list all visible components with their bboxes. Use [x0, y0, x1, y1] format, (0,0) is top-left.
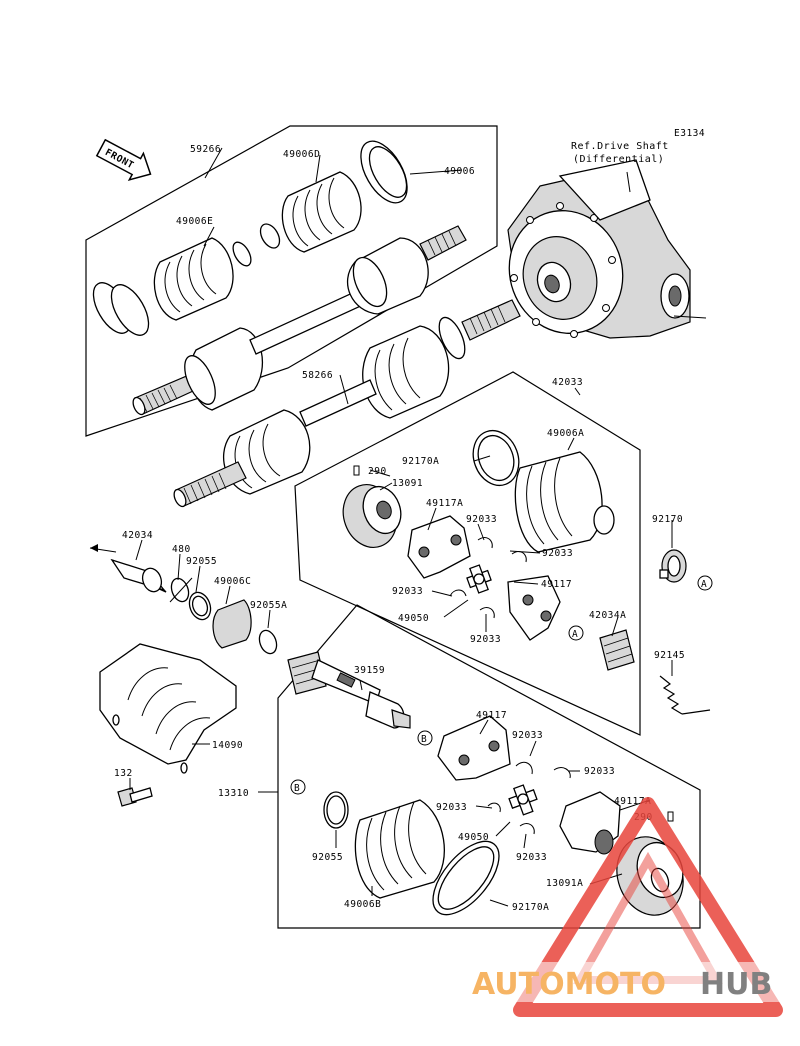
svg-text:A: A [701, 579, 707, 590]
left-small-parts [89, 544, 278, 655]
part-label-49050-lower: 49050 [458, 832, 489, 843]
part-label-49117A-lower: 49117A [614, 796, 651, 807]
part-label-92170A-upper: 92170A [402, 456, 439, 467]
watermark-text-2: HUB [700, 967, 772, 1002]
part-label-13091: 13091 [392, 478, 423, 489]
part-290-b [667, 811, 674, 822]
part-label-42034: 42034 [122, 530, 153, 541]
heat-shield [99, 643, 237, 774]
part-label-92033-d: 92033 [470, 634, 501, 645]
marker-a-2: A [568, 625, 584, 641]
svg-text:B: B [421, 734, 427, 745]
part-label-92033-f: 92033 [584, 766, 615, 777]
part-label-92033-c: 92033 [392, 586, 423, 597]
part-label-14090: 14090 [212, 740, 243, 751]
differential-housing [461, 159, 691, 341]
front-arrow-icon: FRONT [95, 138, 152, 181]
reference-line-1: Ref.Drive Shaft [571, 141, 669, 152]
part-label-42034A: 42034A [589, 610, 626, 621]
marker-b-1: B [417, 730, 433, 746]
part-label-49117A-upper: 49117A [426, 498, 463, 509]
part-label-49050-upper: 49050 [398, 613, 429, 624]
part-label-59266: 59266 [190, 144, 221, 155]
part-label-49006: 49006 [444, 166, 475, 177]
part-label-132: 132 [114, 768, 133, 779]
part-label-13091A: 13091A [546, 878, 583, 889]
part-label-92033-b: 92033 [542, 548, 573, 559]
middle-universal-joint-assembly [342, 429, 711, 715]
lower-assembly-frame [277, 604, 701, 929]
part-label-49117-upper: 49117 [541, 579, 572, 590]
part-label-58266: 58266 [302, 370, 333, 381]
part-label-92055-upper: 92055 [186, 556, 217, 567]
part-label-92170A-lower: 92170A [512, 902, 549, 913]
part-label-92055A: 92055A [250, 600, 287, 611]
part-label-42033: 42033 [552, 377, 583, 388]
middle-assembly-frame [294, 371, 641, 736]
part-label-49006D: 49006D [283, 149, 320, 160]
svg-text:B: B [294, 783, 300, 794]
part-label-39159: 39159 [354, 665, 385, 676]
part-label-49006B: 49006B [344, 899, 381, 910]
lower-drive-shaft [173, 316, 466, 508]
part-label-49006E: 49006E [176, 216, 213, 227]
marker-b-2: B [290, 779, 306, 795]
upper-drive-shaft [92, 140, 467, 416]
bolt [117, 787, 153, 807]
watermark-text-1: AUTOMOTO [472, 967, 666, 1002]
marker-a-1: A [697, 575, 713, 591]
outer-shaft-frame [85, 125, 498, 437]
part-label-92145: 92145 [654, 650, 685, 661]
part-label-49117-lower: 49117 [476, 710, 507, 721]
diagram-code: E3134 [674, 128, 705, 139]
reference-line-2: (Differential) [573, 154, 664, 165]
part-label-92033-e: 92033 [512, 730, 543, 741]
part-label-92033-h: 92033 [516, 852, 547, 863]
part-label-49006A: 49006A [547, 428, 584, 439]
watermark-logo: AUTOMOTO HUB [468, 797, 798, 1017]
part-label-92170: 92170 [652, 514, 683, 525]
part-label-49006C: 49006C [214, 576, 251, 587]
part-label-92033-g: 92033 [436, 802, 467, 813]
leader-lines [129, 147, 707, 907]
svg-text:A: A [572, 629, 578, 640]
part-290-a [353, 465, 360, 476]
part-label-13310: 13310 [218, 788, 249, 799]
part-label-92055-lower: 92055 [312, 852, 343, 863]
part-label-92033-a: 92033 [466, 514, 497, 525]
part-label-480: 480 [172, 544, 191, 555]
part-label-290-upper: 290 [368, 466, 387, 477]
